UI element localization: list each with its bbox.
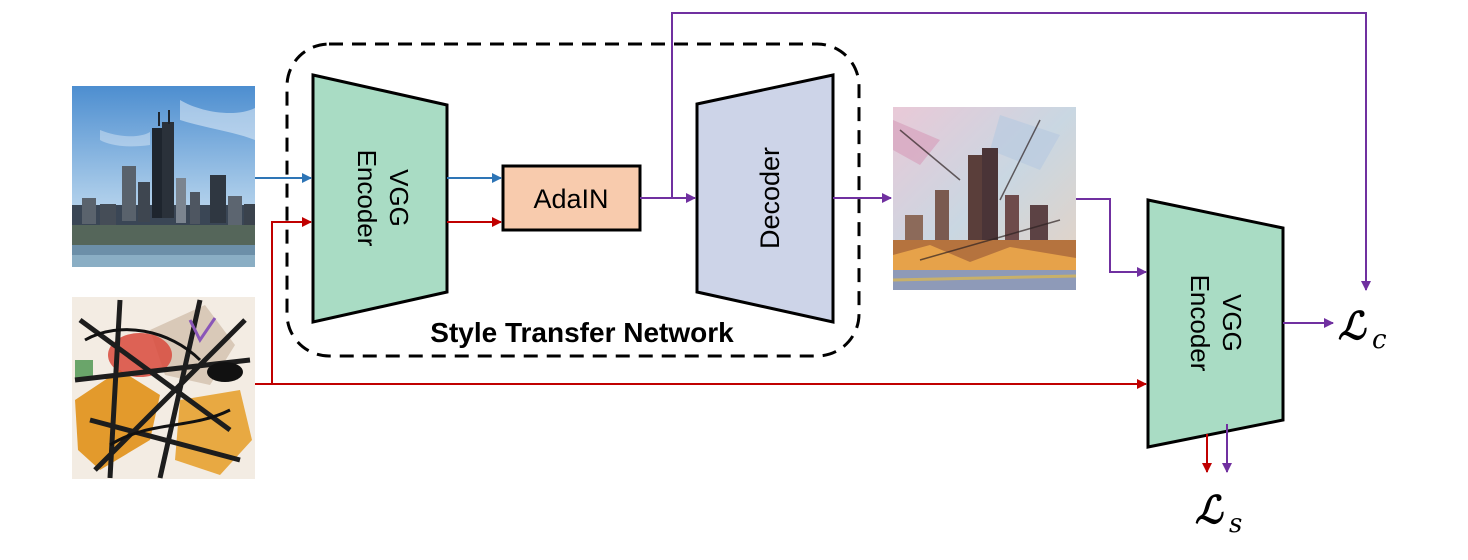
- content-loss-letter: ℒ: [1338, 303, 1367, 348]
- stylized-output-image: [892, 107, 1077, 290]
- output-to-loss-encoder-arrow: [1076, 198, 1147, 277]
- vgg-encoder-block: [311, 73, 449, 324]
- content-image-city-skyline: [72, 86, 255, 267]
- content-loss-subscript: c: [1372, 325, 1387, 355]
- loss-vgg-encoder-label-line2: Encoder: [1185, 275, 1215, 372]
- decoder-label: Decoder: [755, 147, 785, 249]
- decoder-block: [695, 73, 835, 324]
- loss-vgg-encoder-block: [1146, 198, 1285, 449]
- style-transfer-network-label: Style Transfer Network: [430, 317, 734, 348]
- vgg-encoder-label-line2: Encoder: [352, 150, 382, 247]
- loss-vgg-encoder-label-line1: VGG: [1217, 294, 1247, 352]
- style-to-encoder-arrow: [255, 217, 312, 385]
- style-image-abstract-painting: [72, 297, 255, 479]
- style-loss-letter: ℒ: [1195, 487, 1224, 532]
- content-loss-symbol: ℒ c: [1338, 303, 1387, 355]
- adain-to-content-loss-arrow: [671, 12, 1371, 291]
- vgg-encoder-label-line1: VGG: [384, 169, 414, 227]
- adain-label: AdaIN: [533, 184, 608, 214]
- style-transfer-network-box: [285, 42, 861, 358]
- style-loss-symbol: ℒ s: [1195, 487, 1242, 539]
- style-loss-subscript: s: [1229, 509, 1242, 539]
